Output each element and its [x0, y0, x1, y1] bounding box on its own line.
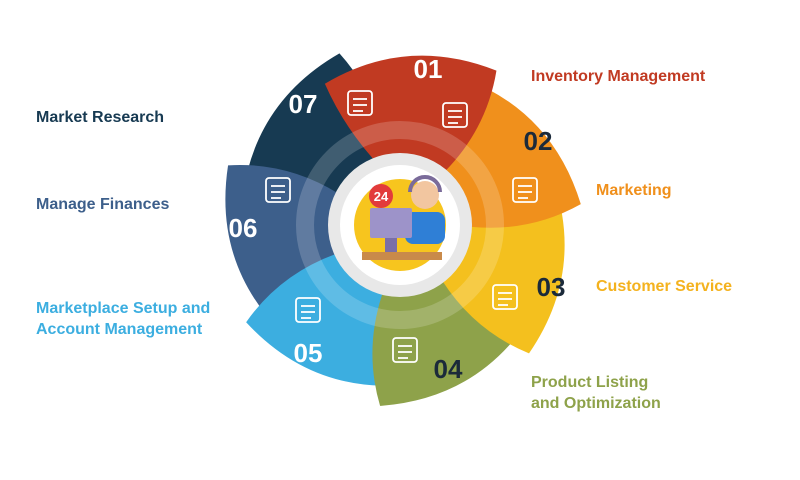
petal-01 — [324, 55, 497, 172]
label-manage-finances: Manage Finances — [36, 196, 170, 213]
label-marketing: Marketing — [596, 182, 672, 199]
step-number-02: 02 — [524, 126, 553, 156]
storefront-icon — [295, 297, 321, 323]
step-number-06: 06 — [229, 213, 258, 243]
step-number-03: 03 — [537, 272, 566, 302]
product-listing-icon — [392, 337, 418, 363]
customer-service-icon — [492, 284, 518, 310]
step-number-07: 07 — [289, 89, 318, 119]
marketing-icon — [512, 177, 538, 203]
label-marketplace-setup: Marketplace Setup and Account Management — [36, 300, 211, 338]
label-inventory-management: Inventory Management — [531, 68, 706, 85]
step-number-05: 05 — [294, 338, 323, 368]
step-number-04: 04 — [434, 354, 463, 384]
calculator-icon — [265, 177, 291, 203]
inventory-icon — [442, 102, 468, 128]
step-number-01: 01 — [414, 54, 443, 84]
label-market-research: Market Research — [36, 109, 165, 126]
research-icon — [347, 90, 373, 116]
ring-decoration — [296, 121, 504, 329]
label-product-listing: Product Listing and Optimization — [531, 374, 661, 412]
badge-text: 24 — [374, 189, 389, 204]
support-agent-icon — [362, 175, 445, 260]
24-hour-badge: 24 — [369, 184, 393, 208]
label-customer-service: Customer Service — [596, 278, 733, 295]
